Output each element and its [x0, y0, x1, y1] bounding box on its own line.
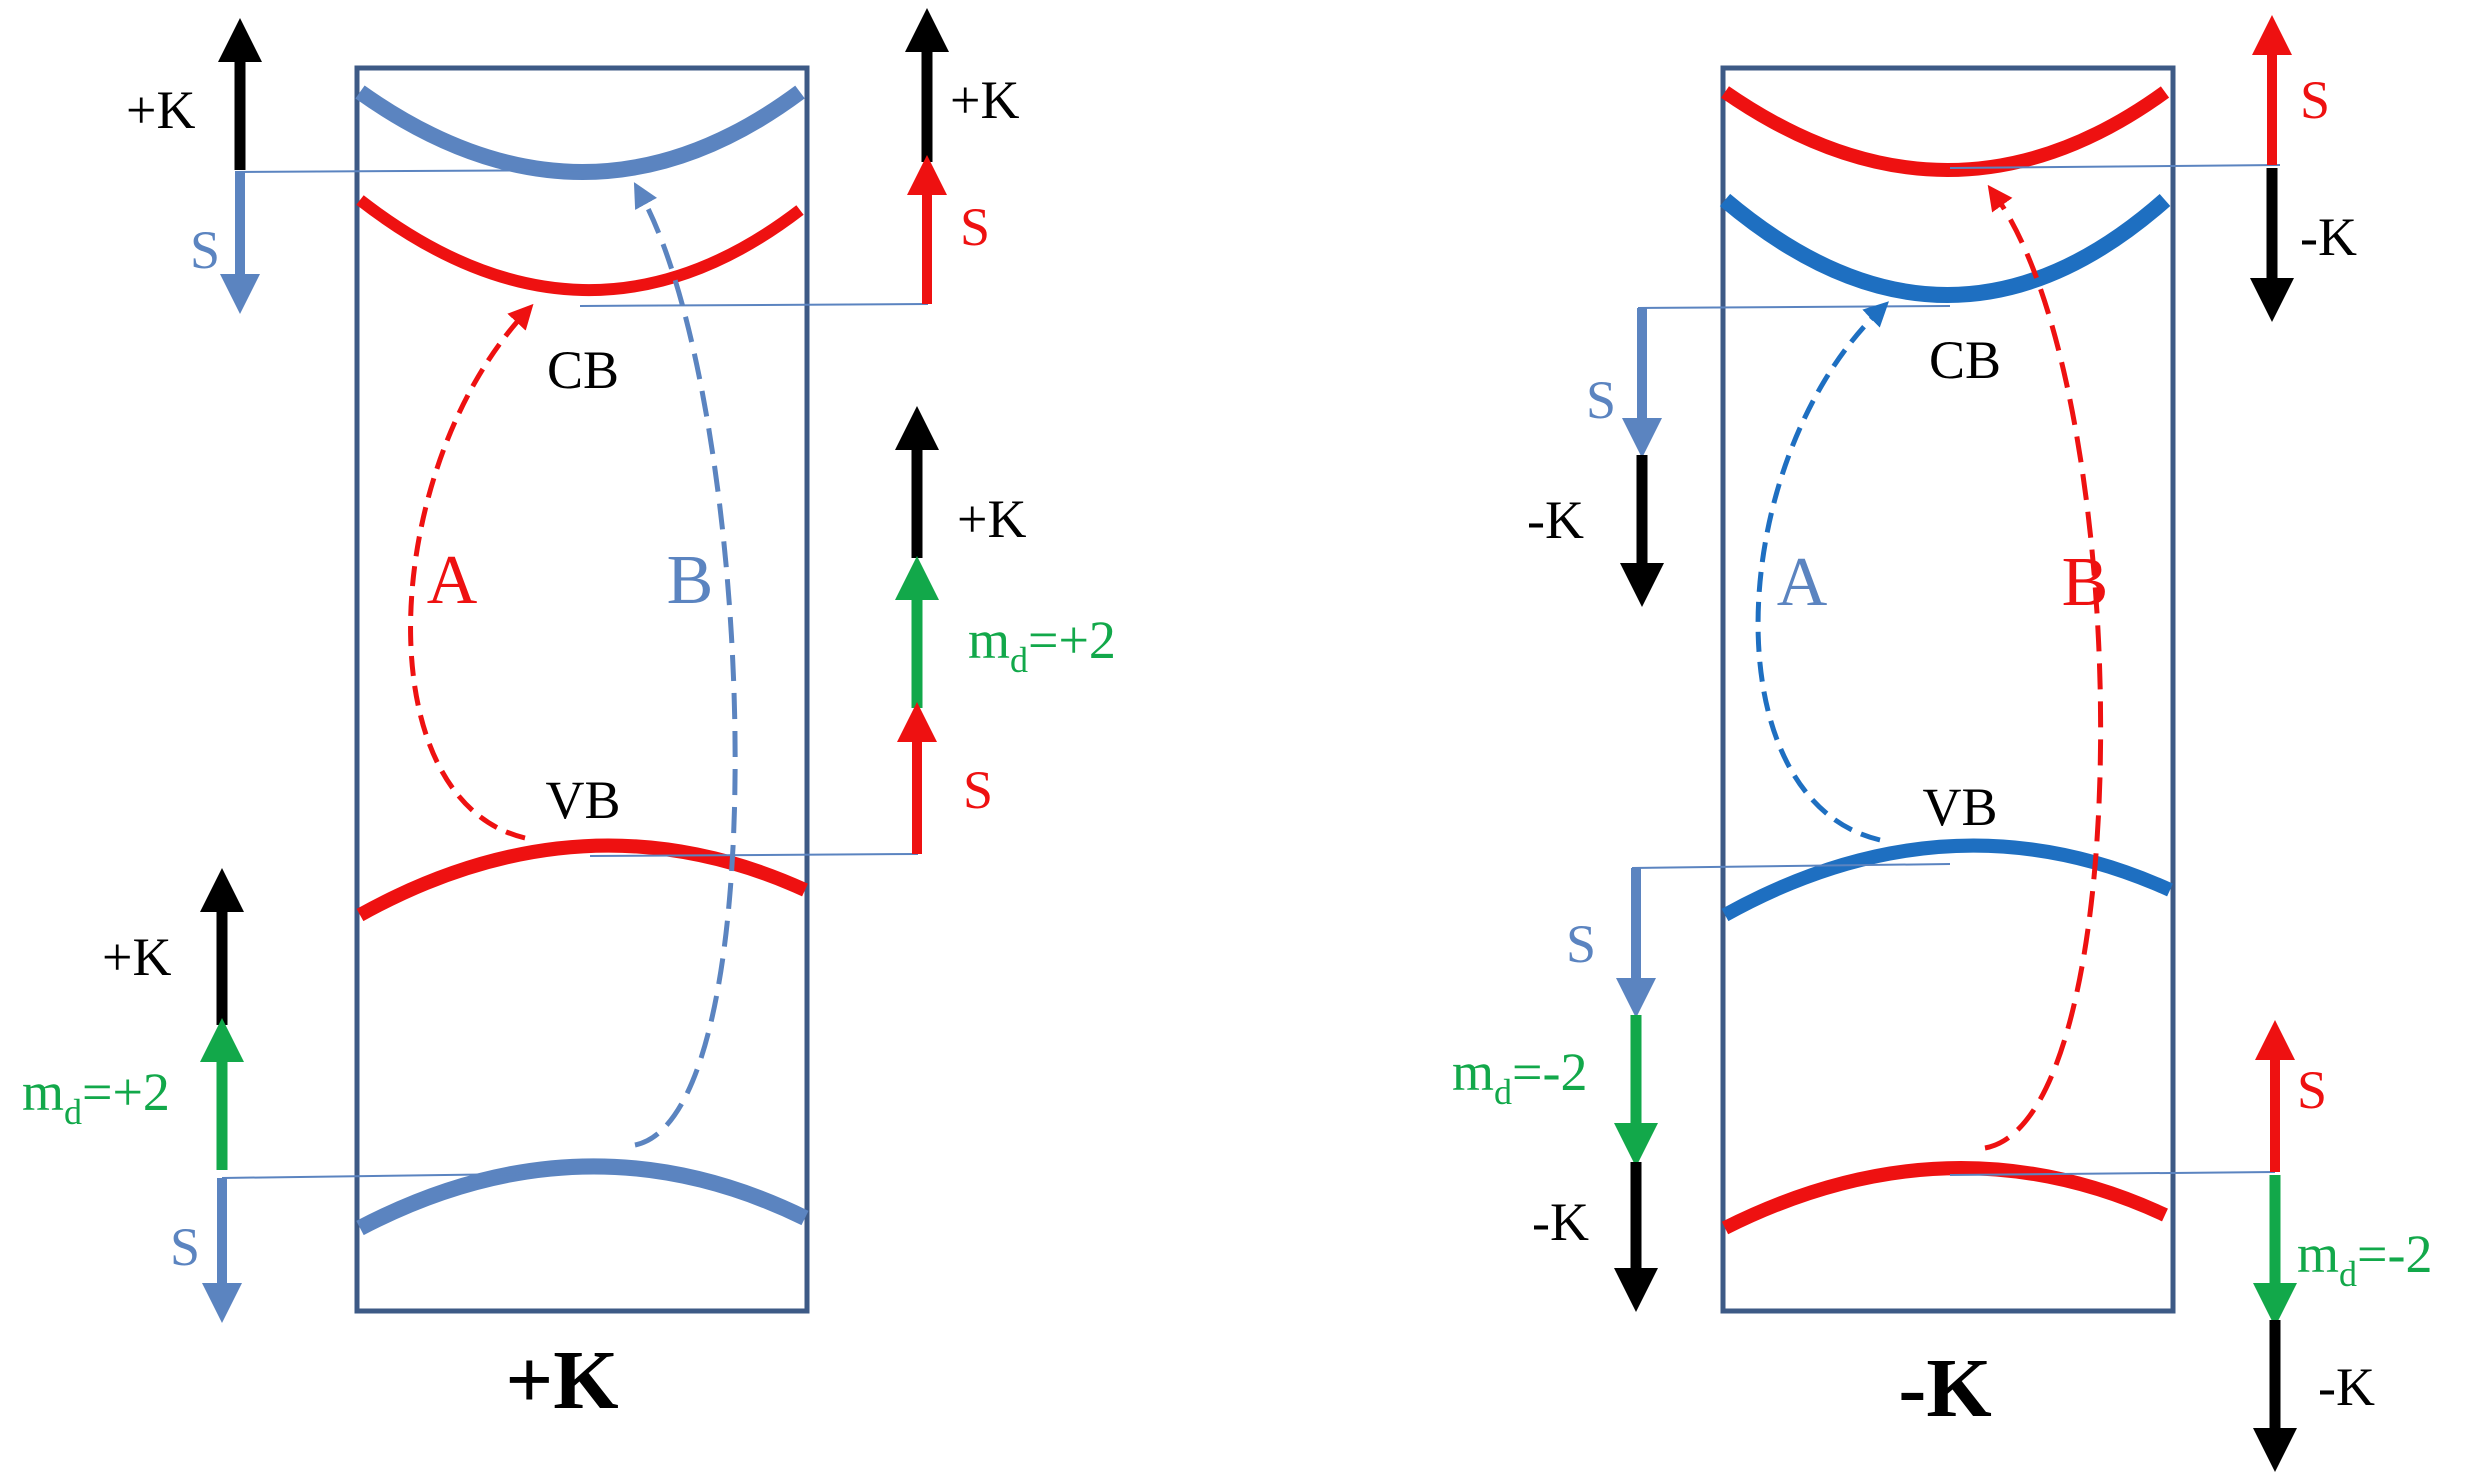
panel-title: +K: [505, 1334, 618, 1427]
band-label-vb: VB: [545, 770, 620, 830]
upper-cb-band: [355, 85, 805, 180]
transition-a-arrow: [1755, 301, 1889, 843]
lower-vb-band: [1721, 1161, 2168, 1235]
lower-cb-band: [1719, 193, 2171, 303]
arrow-label: S: [2300, 70, 2330, 130]
arrow-label: +K: [126, 80, 195, 140]
upper-vb-band: [1721, 838, 2173, 922]
arrow-label: S: [963, 760, 993, 820]
upper-vb-band: [356, 838, 808, 922]
level-line: [1949, 164, 2281, 169]
arrow-label: +K: [950, 70, 1019, 130]
lower-vb-band: [356, 1158, 809, 1236]
arrow-label: S: [1566, 914, 1596, 974]
transition-b-label: B: [2062, 544, 2109, 621]
arrow-label: S: [1586, 370, 1616, 430]
level-line: [221, 1172, 596, 1179]
transition-a-arrow: [408, 303, 534, 841]
transition-b-arrow: [1984, 184, 2104, 1151]
level-line: [1949, 1171, 2276, 1176]
arrow-label: +K: [957, 489, 1026, 549]
arrow-label: +K: [102, 927, 171, 987]
band-label-cb: CB: [547, 340, 619, 400]
band-label-vb: VB: [1922, 777, 1997, 837]
valley-frame: [1720, 65, 2176, 1314]
level-line: [1637, 305, 1951, 309]
band-label-cb: CB: [1929, 330, 2001, 390]
transition-a-label: A: [427, 542, 478, 619]
arrow-label: S: [2297, 1060, 2327, 1120]
lower-cb-band: [356, 195, 804, 297]
panel-plus-k: CB VB A B +K S +K S +K md=+2 S +K md=+2 …: [22, 8, 1116, 1427]
arrow-label: -K: [1527, 490, 1584, 550]
arrow-label: -K: [2300, 207, 2357, 267]
arrow-label: S: [170, 1217, 200, 1277]
transition-b-label: B: [667, 542, 714, 619]
arrow-label: -K: [1532, 1192, 1589, 1252]
arrow-label: -K: [2318, 1357, 2375, 1417]
panel-minus-k: CB VB A B S -K S -K S md=-2 -K S md=-2 -…: [1452, 15, 2432, 1472]
level-line: [589, 853, 919, 857]
md-label: md=+2: [22, 1062, 170, 1132]
md-label: md=+2: [968, 610, 1116, 680]
md-label: md=-2: [2297, 1224, 2432, 1294]
transition-a-label: A: [1777, 544, 1828, 621]
level-line: [1631, 863, 1951, 869]
transition-b-arrow: [633, 182, 738, 1148]
valley-frame: [354, 65, 810, 1314]
arrow-label: S: [960, 197, 990, 257]
level-line: [234, 169, 591, 173]
md-label: md=-2: [1452, 1042, 1587, 1112]
level-line: [579, 303, 929, 307]
upper-cb-band: [1721, 86, 2170, 177]
arrow-label: S: [190, 220, 220, 280]
panel-title: -K: [1898, 1342, 1991, 1435]
